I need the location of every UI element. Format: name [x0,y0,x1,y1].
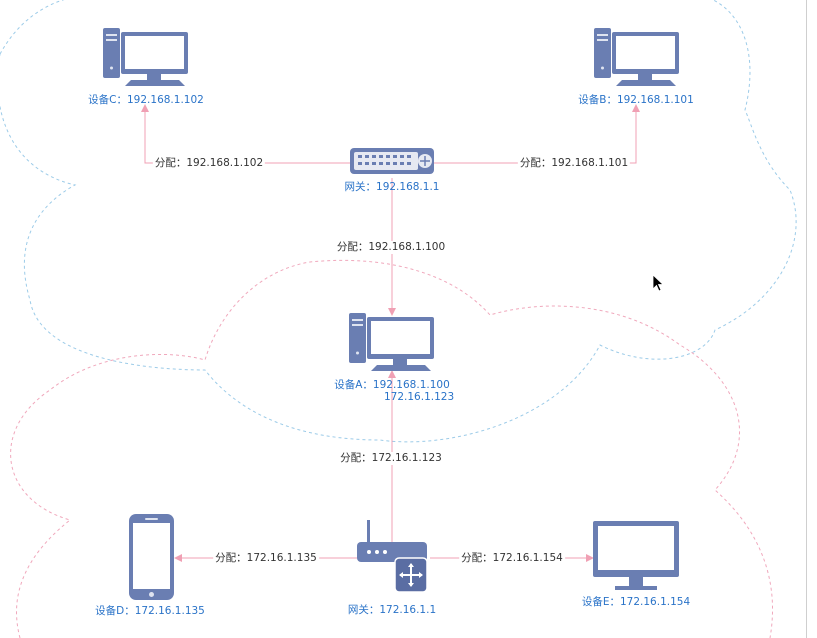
device-e-monitor-icon [593,521,679,590]
link-gateway-to-device-c [144,110,355,164]
link-arrow-d [174,554,182,562]
link-label-to-a-172: 分配：172.16.1.123 [338,452,444,465]
gateway-192-label: 网关：192.168.1.1 [344,181,440,193]
device-c-computer-icon [103,28,188,86]
link-label-to-b: 分配：192.168.1.101 [517,157,631,170]
device-d-label: 设备D：172.16.1.135 [95,605,205,617]
gateway-172-label: 网关：172.16.1.1 [347,604,437,616]
canvas-right-border [806,0,807,638]
link-gateway-to-device-b [430,110,637,164]
link-label-to-c: 分配：192.168.1.102 [152,157,266,170]
device-d-smartphone-icon [129,514,174,600]
device-a-label-line1: 设备A：192.168.1.100 [334,379,450,391]
link-label-to-e: 分配：172.16.1.154 [459,552,565,565]
network-cloud-192 [0,0,797,443]
link-label-to-a-192: 分配：192.168.1.100 [334,241,448,254]
link-arrow-e [586,554,594,562]
device-b-computer-icon [594,28,679,86]
link-label-to-d: 分配：172.16.1.135 [213,552,319,565]
device-a-computer-icon [349,313,434,371]
link-arrow-a-top [388,308,396,316]
link-arrow-a-bottom [388,370,396,378]
device-e-label: 设备E：172.16.1.154 [581,596,691,608]
mouse-pointer-icon [652,274,665,292]
link-arrow-b [632,104,640,112]
gateway-wireless-router-icon [357,520,428,593]
device-c-label: 设备C：192.168.1.102 [88,94,204,106]
link-arrow-c [141,104,149,112]
gateway-switch-icon [350,148,434,174]
network-cloud-172 [10,259,773,638]
device-a-label-line2: 172.16.1.123 [384,391,455,403]
device-b-label: 设备B：192.168.1.101 [578,94,694,106]
